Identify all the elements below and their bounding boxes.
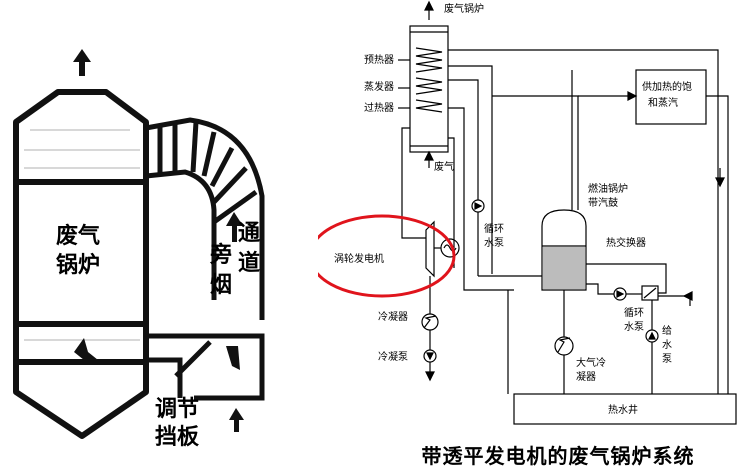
label-superheater: 过热器 [364,101,394,114]
flow-arrows [74,212,244,432]
bypass-label-col2-bottom: 道 [238,250,260,276]
exhaust-up-arrow-icon [73,49,91,76]
label-atmos-condenser-line2: 凝器 [576,371,596,383]
bypass-label-col1-top: 旁 [209,242,232,268]
evaporator-coil [415,77,443,95]
label-preheater: 预热器 [364,53,394,66]
oil-boiler-drum [541,209,587,291]
label-circ-pump2-line1: 循环 [624,306,644,319]
boiler-label-line1: 废气 [56,223,100,249]
boiler-texture [24,129,140,341]
bypass-duct [145,117,265,320]
turbo-generator-boiler-schematic: 废气锅炉 预热器 蒸发器 过热器 废气 供加热的饱 和蒸汽 燃油锅炉 带汽鼓 循… [318,0,737,425]
label-feed-pump-1: 给 [662,324,672,337]
label-circ-pump1-line2: 水泵 [484,237,504,249]
damper-label-line1: 调节 [155,397,199,422]
waste-heat-boiler [409,25,449,153]
label-turbo-generator: 涡轮发电机 [334,252,384,265]
turbo-generator-highlight [318,214,456,298]
preheater-coil [415,47,443,73]
bypass-label-col1-bottom: 烟 [210,273,232,298]
inlet-up-arrow-icon [229,408,244,432]
label-atmos-condenser-line1: 大气冷 [576,356,606,369]
hotwell [513,393,737,425]
label-exhaust-out: 废气锅炉 [444,2,484,15]
label-condensate-pump: 冷凝泵 [378,350,408,363]
label-circ-pump2-line2: 水泵 [624,321,644,333]
label-condenser: 冷凝器 [378,310,408,323]
boiler-body [13,89,149,439]
drum-water [543,247,585,289]
damper-label-line2: 挡板 [155,425,200,450]
label-heat-exchanger: 热交换器 [606,236,646,249]
label-hotwell: 热水井 [608,403,638,416]
superheater-coil [415,99,443,113]
boiler-bypass-sketch: 废气 锅炉 旁 烟 通 道 调节 挡板 [13,49,265,450]
label-circ-pump1-line1: 循环 [484,222,504,235]
label-oil-boiler-line2: 带汽鼓 [588,196,618,209]
figure-caption: 带透平发电机的废气锅炉系统 [421,444,695,468]
label-oil-boiler-line1: 燃油锅炉 [588,182,628,195]
label-exhaust-gas: 废气 [434,160,454,173]
label-steam-supply-line2: 和蒸汽 [648,96,678,109]
bypass-up-arrow-icon [226,212,243,242]
turbine [425,220,435,278]
boiler-label-line2: 锅炉 [56,252,100,278]
boiler-inlet-arrow-icon [74,338,98,360]
label-feed-pump-2: 水 [662,339,672,351]
steam-supply-box [635,69,707,125]
damper-arrow-icon [226,346,240,370]
damper-box [146,333,265,401]
label-steam-supply-line1: 供加热的饱 [642,80,692,93]
label-evaporator: 蒸发器 [364,80,394,93]
bypass-label-col2-top: 通 [238,221,260,246]
label-feed-pump-3: 泵 [662,353,672,365]
